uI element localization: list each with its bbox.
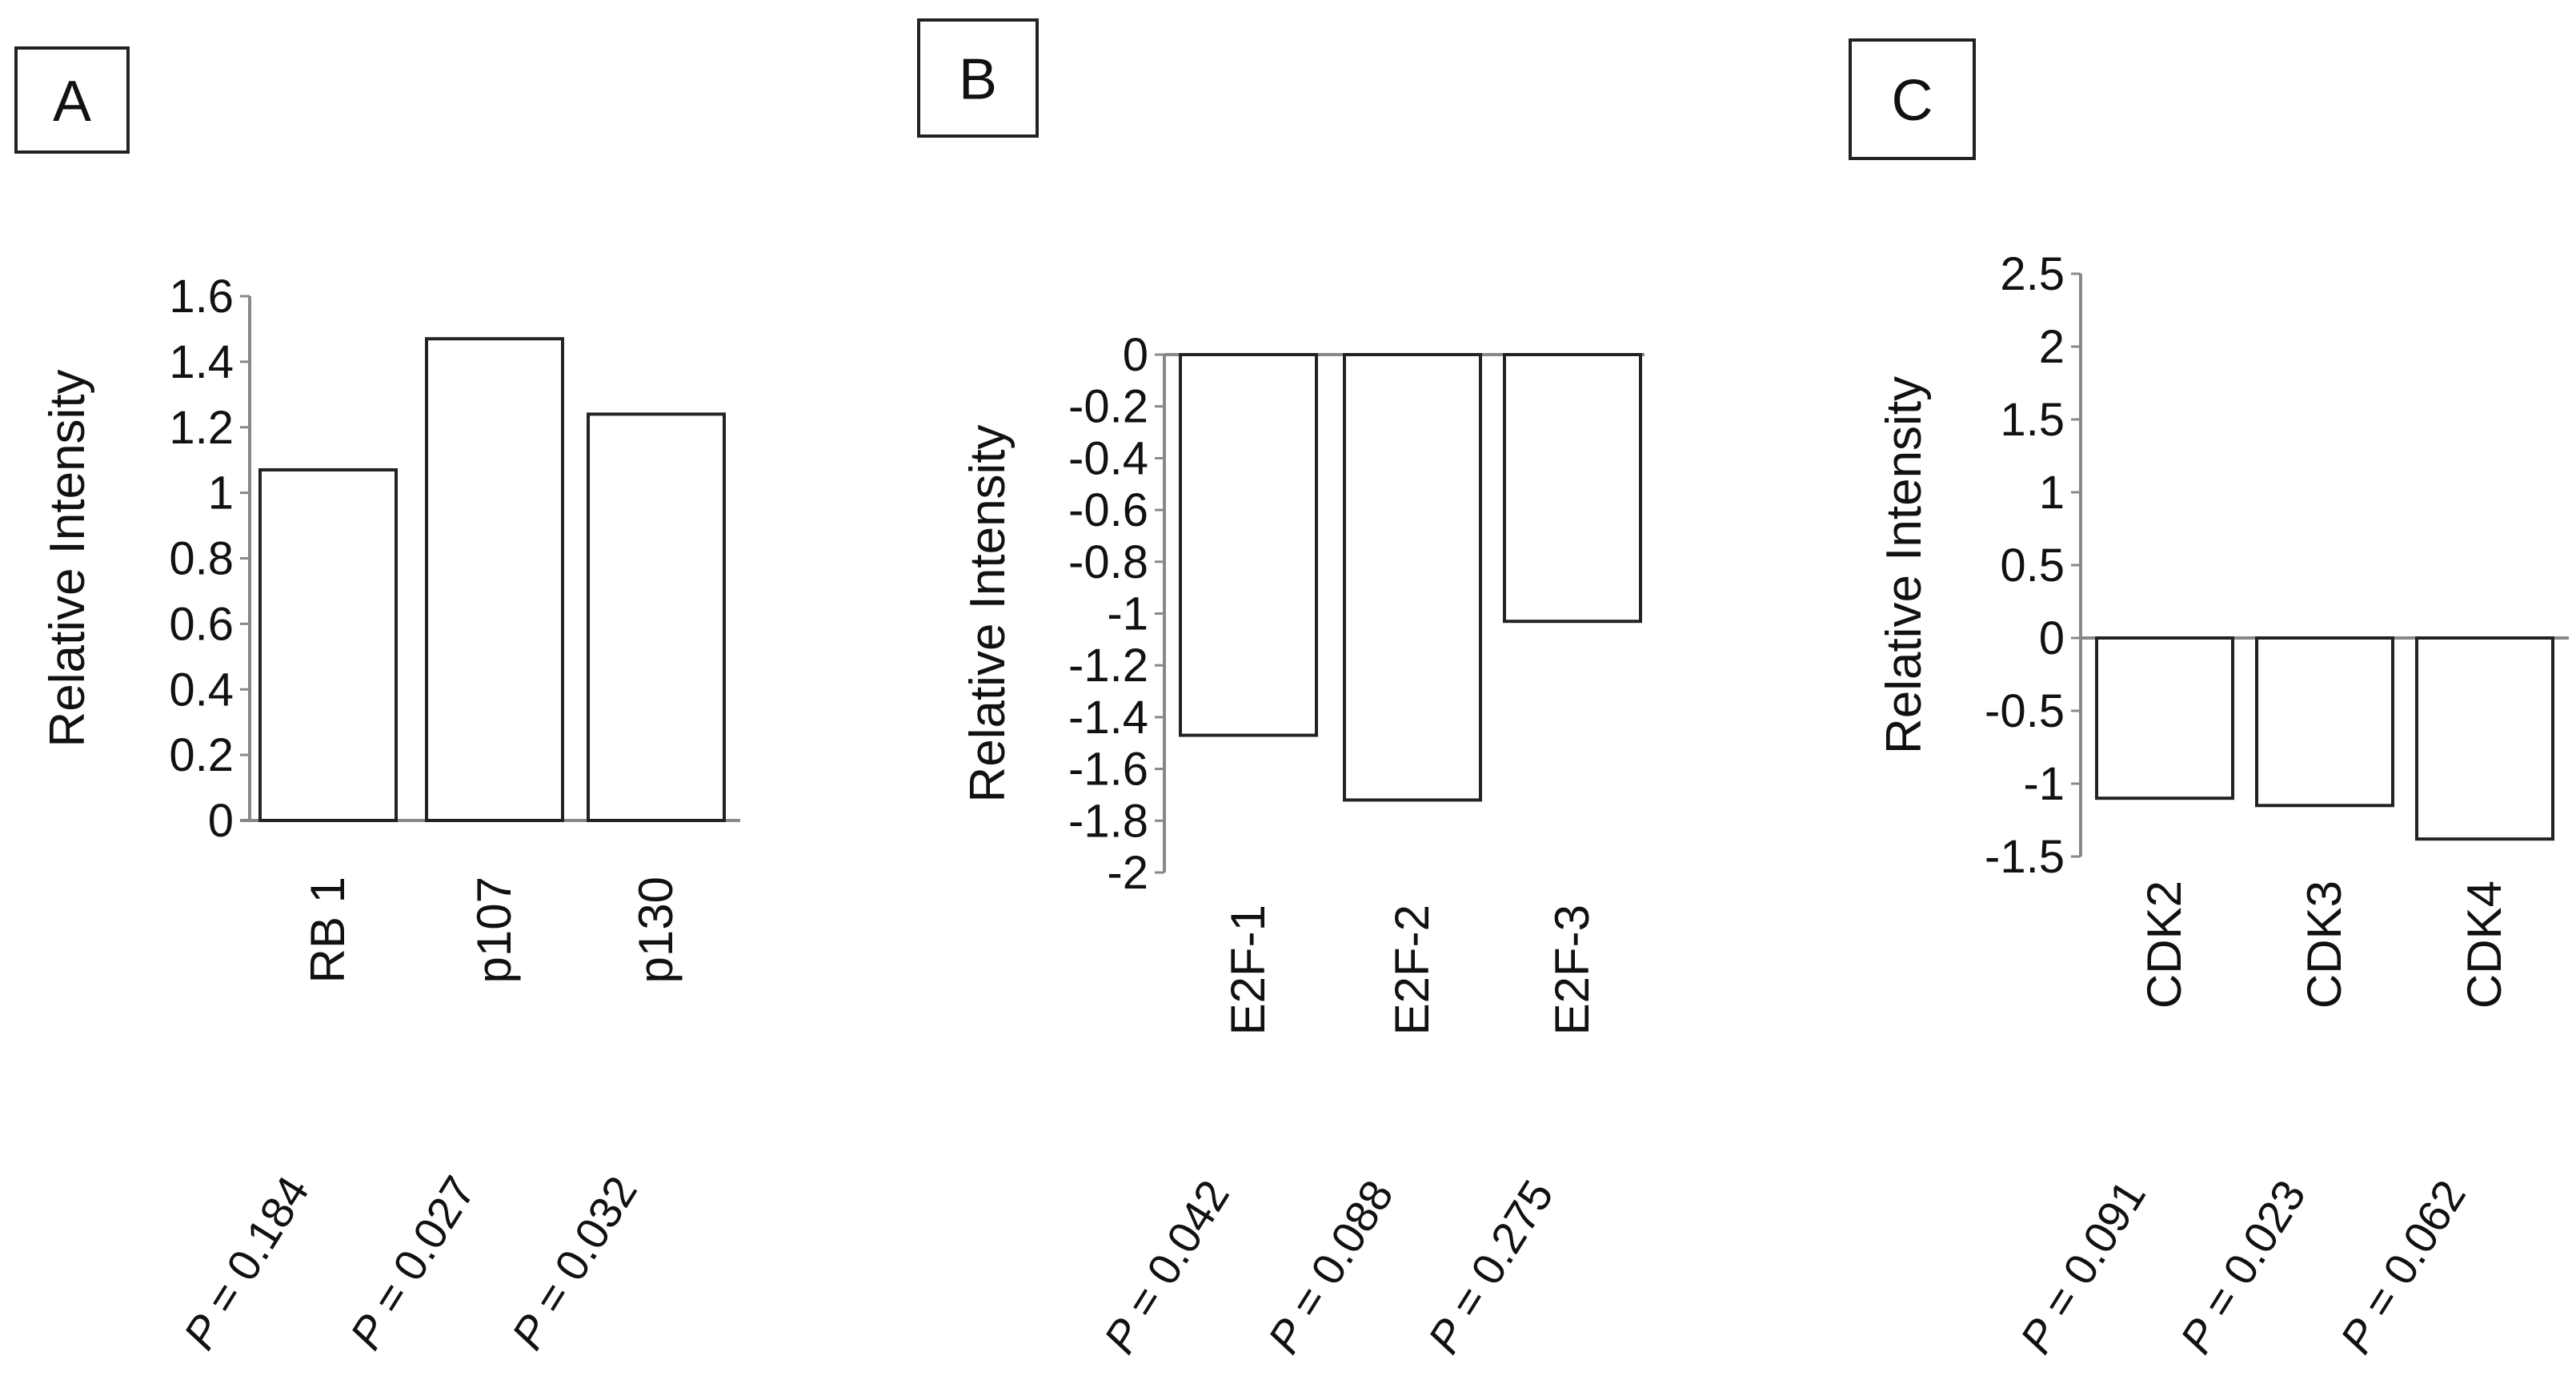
p-value-label: P = 0.088 (1258, 1171, 1403, 1362)
bar-cdk2 (2095, 636, 2234, 800)
y-tick-label: -1.2 (1068, 640, 1148, 692)
y-tick-label: -0.5 (1985, 685, 2065, 737)
y-tick-label: 0.8 (169, 533, 234, 585)
panel-label-box (1849, 38, 1976, 160)
bar-p130 (587, 412, 726, 822)
panel-label: B (959, 48, 997, 112)
bar-p107 (425, 337, 564, 822)
y-tick-label: -0.2 (1068, 381, 1148, 433)
y-tick-label: 0 (208, 795, 234, 847)
category-label: RB 1 (301, 877, 355, 983)
p-value: = 0.088 (1274, 1171, 1404, 1336)
bar-cdk3 (2255, 636, 2394, 808)
p-value-label: P = 0.184 (174, 1167, 318, 1358)
panel-label-box (14, 46, 130, 154)
y-tick-label: 1.5 (2000, 394, 2065, 446)
y-tick-label: 0 (1123, 329, 1148, 381)
category-label: CDK4 (2458, 881, 2511, 1009)
y-tick-label: -0.4 (1068, 432, 1148, 484)
y-tick-label: -1.4 (1068, 692, 1148, 744)
y-tick-label: 1.2 (169, 402, 234, 454)
bar-e2f-1 (1179, 353, 1318, 737)
y-tick-label: 1 (2039, 467, 2065, 519)
p-value-label: P = 0.032 (502, 1167, 647, 1358)
p-value: = 0.032 (518, 1167, 647, 1332)
panel-label: C (1892, 69, 1933, 133)
y-tick-label: 1 (208, 467, 234, 520)
category-label: E2F-2 (1385, 905, 1439, 1035)
bar-e2f-2 (1343, 353, 1482, 802)
p-value: = 0.275 (1434, 1171, 1564, 1336)
y-tick-label: 0.2 (169, 729, 234, 781)
category-label: CDK3 (2298, 881, 2351, 1009)
p-value-label: P = 0.027 (340, 1167, 485, 1358)
panel-label-box (917, 18, 1039, 138)
y-axis-label: Relative Intensity (960, 424, 1016, 802)
p-value: = 0.042 (1110, 1171, 1240, 1336)
category-label: p130 (629, 877, 683, 983)
y-tick-label: 0.5 (2000, 540, 2065, 592)
y-axis-label: Relative Intensity (1877, 376, 1932, 754)
bar-cdk4 (2415, 636, 2554, 841)
y-tick-label: -1.8 (1068, 795, 1148, 847)
p-value: = 0.184 (190, 1167, 319, 1332)
y-tick-label: 0.6 (169, 598, 234, 650)
bar-rb-1 (258, 467, 398, 822)
chart-panel-c: C 2.5 2 1.5 1 0.5 0 -0.5 -1 -1.5 Relative Intensit… (1849, 38, 2569, 1362)
panel-label: A (53, 70, 91, 134)
p-value: = 0.023 (2186, 1171, 2316, 1336)
y-tick-label: 0 (2039, 612, 2065, 664)
y-axis-label: Relative Intensity (40, 369, 95, 747)
y-tick-label: -1.6 (1068, 744, 1148, 796)
y-tick-label: 0.4 (169, 664, 234, 716)
p-value-label: P = 0.042 (1094, 1171, 1239, 1362)
p-value-label: P = 0.023 (2170, 1171, 2315, 1362)
y-tick-label: 2.5 (2000, 248, 2065, 300)
y-tick-label: -2 (1107, 847, 1148, 899)
y-tick-label: -0.8 (1068, 536, 1148, 588)
category-label: E2F-1 (1221, 905, 1275, 1035)
y-tick-label: -0.6 (1068, 484, 1148, 536)
p-value: = 0.062 (2346, 1171, 2476, 1336)
chart-panel-a: A 1.6 1.4 1.2 1 0.8 0.6 0.4 0.2 0 Relative Intensi… (14, 46, 740, 1358)
chart-panel-b: B 0-0.2-0.4-0.6-0.8-1-1.2-1.4-1.6-1.8-2 Re… (917, 18, 1645, 1362)
p-value-label: P = 0.091 (2010, 1171, 2155, 1362)
category-label: E2F-3 (1545, 905, 1599, 1035)
p-value: = 0.091 (2026, 1171, 2156, 1336)
bar-e2f-3 (1503, 353, 1642, 624)
y-tick-label: -1.5 (1985, 831, 2065, 883)
category-label: CDK2 (2137, 881, 2191, 1009)
category-label: p107 (467, 877, 521, 983)
y-tick-label: -1 (1107, 588, 1148, 640)
p-value: = 0.027 (356, 1167, 486, 1332)
y-tick-label: 2 (2039, 321, 2065, 373)
p-value-label: P = 0.275 (1418, 1171, 1563, 1362)
y-tick-label: 1.6 (169, 271, 234, 323)
p-value-label: P = 0.062 (2330, 1171, 2475, 1362)
y-tick-label: 1.4 (169, 336, 234, 388)
y-tick-label: -1 (2023, 758, 2065, 810)
